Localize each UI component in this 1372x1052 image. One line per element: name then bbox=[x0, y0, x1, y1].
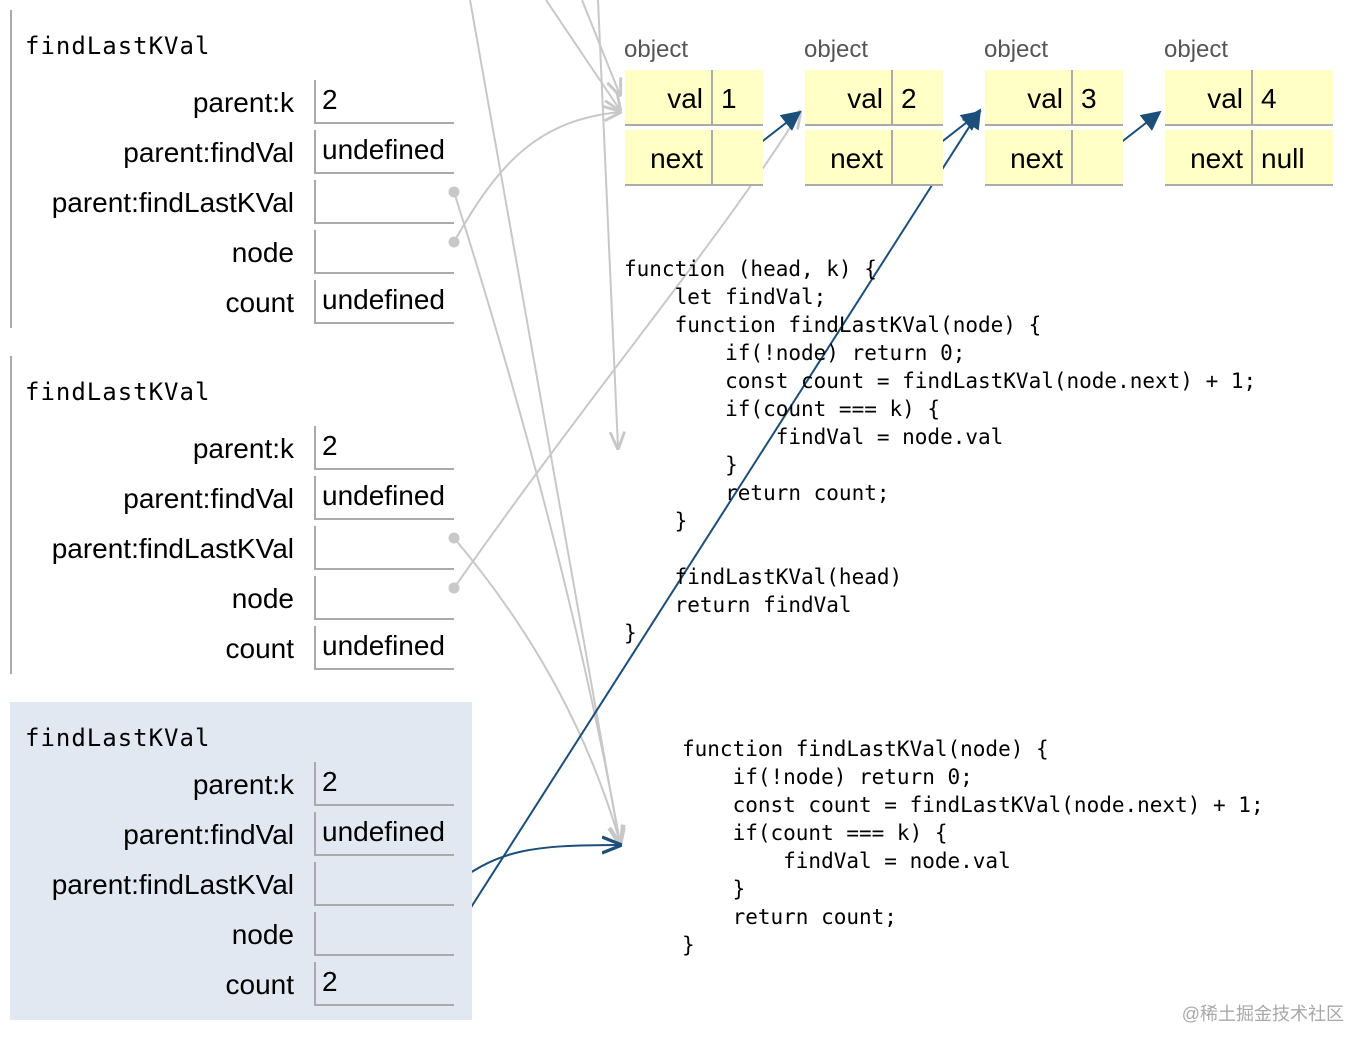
arrow-offscreen-to-inner bbox=[469, 0, 620, 845]
object-key: next bbox=[985, 130, 1073, 186]
frame-row-k: parent:k 2 bbox=[10, 762, 472, 812]
frame-var-label: count bbox=[225, 287, 295, 318]
frame-var-value bbox=[314, 526, 454, 570]
object-value: null bbox=[1253, 130, 1333, 186]
linked-list-node-1: val 1 next bbox=[625, 70, 763, 190]
pointer-dot-frame1-parent bbox=[448, 186, 460, 198]
arrow-frame2-parent bbox=[453, 537, 620, 842]
object-label: object bbox=[1164, 36, 1229, 63]
frame-var-value: 2 bbox=[314, 426, 454, 470]
stack-frame-1: findLastKVal parent:k 2 parent:findVal u… bbox=[10, 10, 472, 328]
pointer-dot-frame2-node bbox=[448, 582, 460, 594]
frame-row-k: parent:k 2 bbox=[10, 80, 472, 130]
frame-var-label: parent:findLastKVal bbox=[51, 533, 294, 564]
frame-var-label: node bbox=[231, 237, 294, 268]
object-key: val bbox=[805, 70, 893, 126]
linked-list-node-4: val 4 next null bbox=[1165, 70, 1333, 190]
object-key: next bbox=[1165, 130, 1253, 186]
arrow-frame1-node bbox=[453, 191, 620, 842]
frame-var-label: parent:k bbox=[192, 769, 294, 800]
frame-var-value bbox=[314, 576, 454, 620]
frame-var-value: undefined bbox=[314, 476, 454, 520]
frame-row-count: count undefined bbox=[10, 280, 472, 330]
frame-row-findlastkval: parent:findLastKVal bbox=[10, 862, 472, 912]
object-label: object bbox=[624, 36, 689, 63]
frame-var-value bbox=[314, 862, 454, 906]
frame-row-k: parent:k 2 bbox=[10, 426, 472, 476]
object-value: 4 bbox=[1253, 70, 1333, 126]
frame-row-findlastkval: parent:findLastKVal bbox=[10, 526, 472, 576]
arrow-frame1-parent bbox=[453, 112, 620, 243]
frame-var-label: parent:k bbox=[192, 87, 294, 118]
frame-var-label: node bbox=[231, 919, 294, 950]
object-value: 2 bbox=[893, 70, 943, 126]
frame-var-value: 2 bbox=[314, 962, 454, 1006]
object-pointer-cell bbox=[1073, 130, 1123, 186]
frame-var-label: parent:findVal bbox=[123, 483, 294, 514]
object-value: 1 bbox=[713, 70, 763, 126]
arrow-frame3-parent bbox=[453, 845, 620, 885]
frame-var-label: node bbox=[231, 583, 294, 614]
object-key: val bbox=[985, 70, 1073, 126]
object-pointer-cell bbox=[713, 130, 763, 186]
frame-var-value: undefined bbox=[314, 280, 454, 324]
arrow-frame2-node bbox=[453, 112, 800, 589]
frame-row-node: node bbox=[10, 912, 472, 962]
frame-row-count: count 2 bbox=[10, 962, 472, 1012]
object-key: val bbox=[625, 70, 713, 126]
frame-var-value bbox=[314, 230, 454, 274]
frame-row-findval: parent:findVal undefined bbox=[10, 130, 472, 180]
frame-border bbox=[10, 10, 12, 328]
frame-var-value: undefined bbox=[314, 130, 454, 174]
object-pointer-cell bbox=[893, 130, 943, 186]
frame-var-value: undefined bbox=[314, 812, 454, 856]
frame-var-label: parent:findVal bbox=[123, 137, 294, 168]
linked-list-node-3: val 3 next bbox=[985, 70, 1123, 190]
frame-var-label: parent:findLastKVal bbox=[51, 869, 294, 900]
frame-var-value: 2 bbox=[314, 80, 454, 124]
stack-frame-2: findLastKVal parent:k 2 parent:findVal u… bbox=[10, 356, 472, 674]
frame-row-count: count undefined bbox=[10, 626, 472, 676]
frame-var-label: parent:k bbox=[192, 433, 294, 464]
frame-var-label: parent:findLastKVal bbox=[51, 187, 294, 218]
frame-border bbox=[10, 356, 12, 674]
object-key: next bbox=[625, 130, 713, 186]
pointer-dot-frame1-node bbox=[448, 236, 460, 248]
object-key: next bbox=[805, 130, 893, 186]
frame-var-value bbox=[314, 912, 454, 956]
frame-title: findLastKVal bbox=[25, 32, 211, 60]
pointer-dot-frame2-parent bbox=[448, 532, 460, 544]
linked-list-node-2: val 2 next bbox=[805, 70, 943, 190]
watermark: @稀土掘金技术社区 bbox=[1181, 1004, 1344, 1024]
frame-var-value: 2 bbox=[314, 762, 454, 806]
arrow-offscreen-to-code bbox=[597, 0, 618, 448]
frame-row-node: node bbox=[10, 230, 472, 280]
frame-row-findval: parent:findVal undefined bbox=[10, 476, 472, 526]
frame-row-findlastkval: parent:findLastKVal bbox=[10, 180, 472, 230]
object-label: object bbox=[984, 36, 1049, 63]
frame-row-findval: parent:findVal undefined bbox=[10, 812, 472, 862]
object-value: 3 bbox=[1073, 70, 1123, 126]
frame-title: findLastKVal bbox=[25, 724, 211, 752]
frame-var-label: parent:findVal bbox=[123, 819, 294, 850]
arrow-frame3-node bbox=[453, 108, 982, 935]
frame-var-value bbox=[314, 180, 454, 224]
stack-frame-3-active: findLastKVal parent:k 2 parent:findVal u… bbox=[10, 702, 472, 1020]
arrow-offscreen-to-object1-a bbox=[545, 0, 620, 110]
frame-var-value: undefined bbox=[314, 626, 454, 670]
object-key: val bbox=[1165, 70, 1253, 126]
function-code-outer: function (head, k) { let findVal; functi… bbox=[624, 257, 1257, 645]
frame-var-label: count bbox=[225, 633, 295, 664]
object-label: object bbox=[804, 36, 869, 63]
function-code-inner: function findLastKVal(node) { if(!node) … bbox=[682, 737, 1264, 957]
frame-row-node: node bbox=[10, 576, 472, 626]
frame-var-label: count bbox=[225, 969, 295, 1000]
frame-title: findLastKVal bbox=[25, 378, 211, 406]
